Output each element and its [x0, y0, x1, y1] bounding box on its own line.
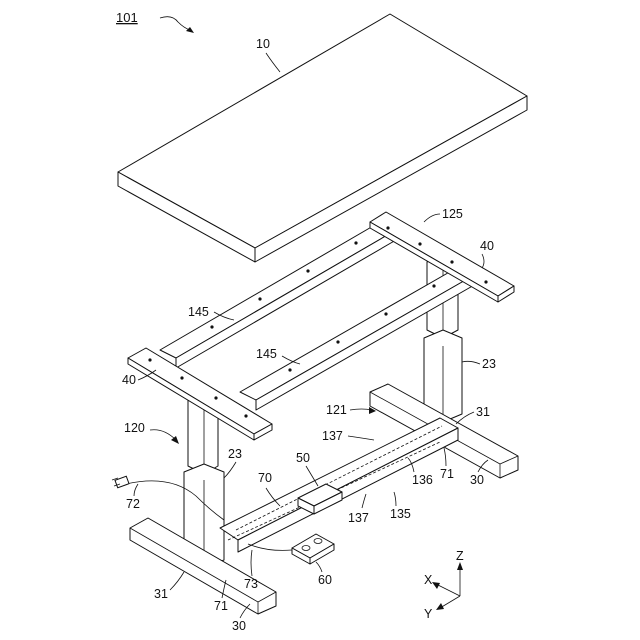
label-40-left: 40: [122, 373, 136, 387]
label-30-right: 30: [470, 473, 484, 487]
label-31-right: 31: [476, 405, 490, 419]
label-137-upper: 137: [322, 429, 343, 443]
label-145-upper: 145: [188, 305, 209, 319]
label-72: 72: [126, 497, 140, 511]
label-60: 60: [318, 573, 332, 587]
label-23-left: 23: [228, 447, 242, 461]
label-30-left: 30: [232, 619, 246, 633]
label-40-right: 40: [480, 239, 494, 253]
handset-cord: [248, 544, 292, 550]
axis-z: Z: [456, 549, 464, 563]
label-71-right: 71: [440, 467, 454, 481]
axis-indicator: [432, 562, 463, 610]
handset: [292, 534, 334, 564]
axis-x: X: [424, 573, 433, 587]
label-120: 120: [124, 421, 145, 435]
label-125: 125: [442, 207, 463, 221]
label-71-left: 71: [214, 599, 228, 613]
label-121: 121: [326, 403, 347, 417]
label-tabletop: 10: [256, 37, 270, 51]
label-145-lower: 145: [256, 347, 277, 361]
label-70: 70: [258, 471, 272, 485]
label-50: 50: [296, 451, 310, 465]
axis-y: Y: [424, 607, 433, 621]
label-23-right: 23: [482, 357, 496, 371]
label-136: 136: [412, 473, 433, 487]
label-31-left: 31: [154, 587, 168, 601]
tabletop: [118, 14, 527, 262]
label-73: 73: [244, 577, 258, 591]
label-135: 135: [390, 507, 411, 521]
label-137-lower: 137: [348, 511, 369, 525]
figure-number: 101: [116, 10, 138, 25]
